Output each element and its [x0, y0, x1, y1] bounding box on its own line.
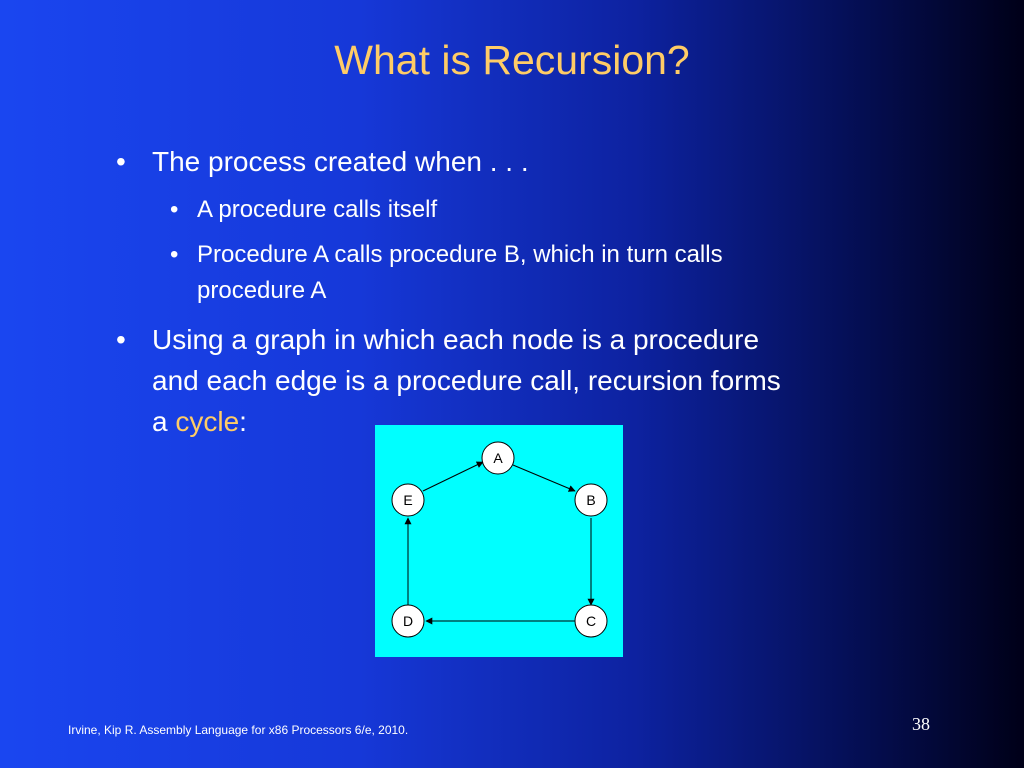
bullet-2-line-3-prefix: a: [152, 406, 176, 437]
node-c: C: [574, 604, 608, 638]
bullet-marker: •: [116, 146, 126, 177]
bullet-2-line-3: a cycle:: [152, 402, 922, 442]
node-c-label: C: [586, 613, 596, 629]
node-e: E: [391, 483, 425, 517]
sub-bullet-1-text: A procedure calls itself: [197, 196, 438, 223]
footer-citation: Irvine, Kip R. Assembly Language for x86…: [68, 723, 409, 737]
sub-bullet-2-line-2: procedure A: [197, 277, 327, 304]
edge-e-a: [422, 461, 484, 492]
edge-a-b: [512, 464, 576, 492]
cycle-diagram: A B C D E: [375, 425, 623, 657]
node-b: B: [574, 483, 608, 517]
cycle-highlight: cycle: [175, 406, 240, 437]
cycle-graph: A B C D E: [391, 441, 608, 638]
page-number: 38: [912, 714, 930, 734]
bullet-marker: •: [116, 324, 126, 355]
node-a-label: A: [493, 450, 503, 466]
node-b-label: B: [586, 492, 595, 508]
node-d-label: D: [403, 613, 413, 629]
sub-bullet-2-line-1: Procedure A calls procedure B, which in …: [197, 241, 723, 268]
node-e-label: E: [403, 492, 412, 508]
bullet-1-text: The process created when . . .: [152, 146, 529, 177]
sub-bullet-marker: •: [170, 196, 179, 223]
sub-bullet-marker: •: [170, 241, 179, 268]
node-d: D: [391, 604, 425, 638]
bullet-2-line-3-suffix: :: [239, 406, 247, 437]
node-a: A: [481, 441, 515, 475]
bullet-2-line-2: and each edge is a procedure call, recur…: [152, 365, 781, 396]
slide-title: What is Recursion?: [334, 37, 690, 83]
bullet-2-line-1: Using a graph in which each node is a pr…: [152, 324, 760, 355]
